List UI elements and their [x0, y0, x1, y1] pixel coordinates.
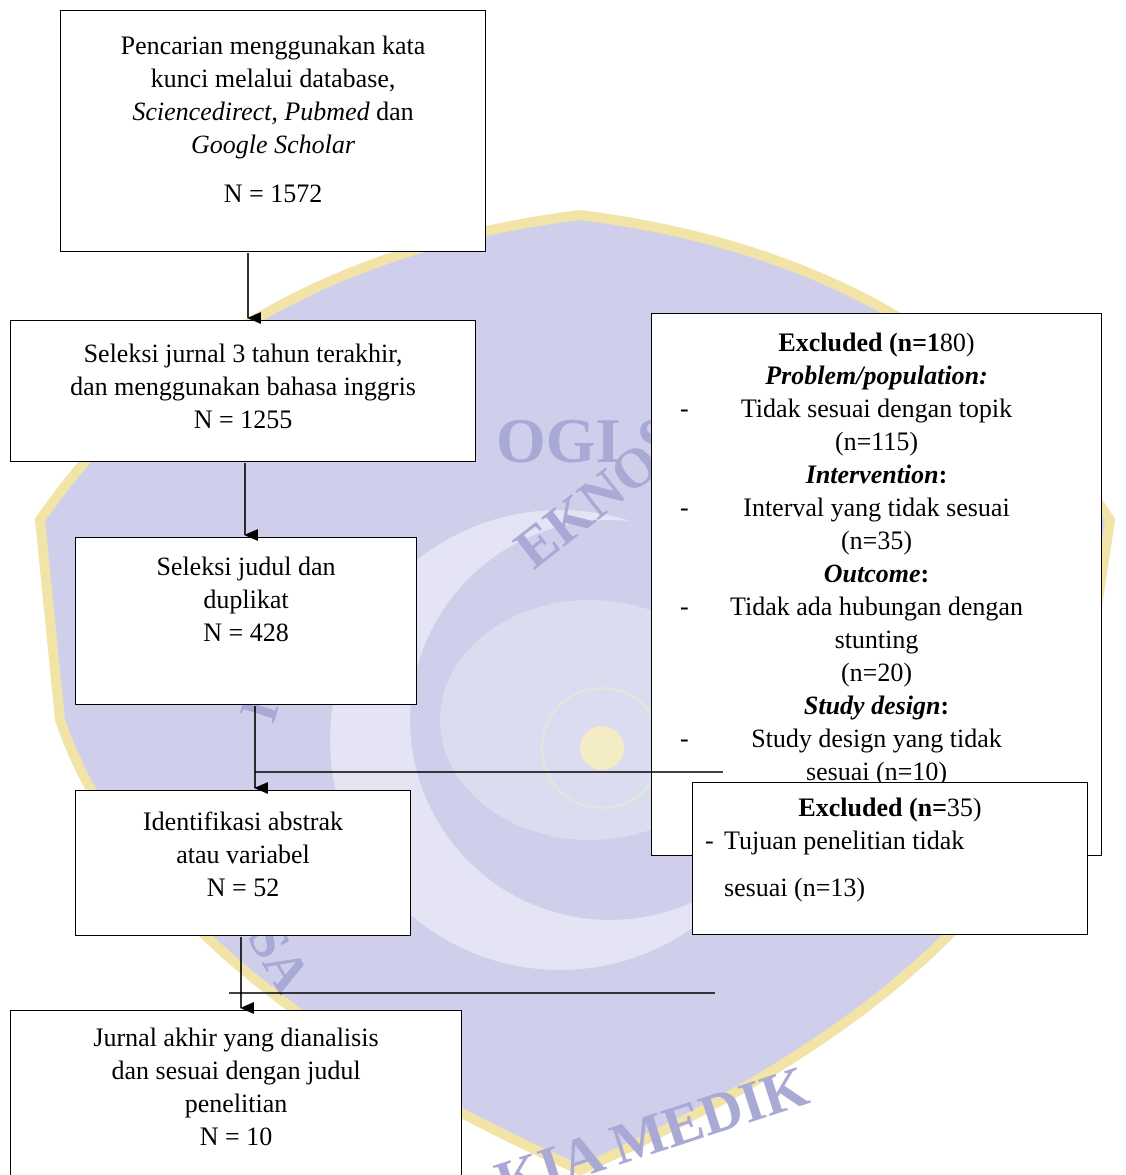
reason-study-design-line1: -Study design yang tidak: [680, 724, 1002, 753]
bullet-dash: -: [705, 826, 714, 855]
abstract-text-line2: atau variabel: [176, 840, 310, 869]
language-text-line2: dan menggunakan bahasa inggris: [70, 372, 416, 401]
reason-objective-line2: sesuai (n=13): [724, 873, 866, 902]
box-year-language-selection: Seleksi jurnal 3 tahun terakhir, dan men…: [10, 320, 476, 462]
bullet-dash: -: [680, 592, 689, 621]
language-count: N = 1255: [193, 405, 293, 434]
abstract-text-line1: Identifikasi abstrak: [143, 807, 343, 836]
category-intervention: Intervention:: [805, 460, 948, 489]
final-count: N = 10: [199, 1122, 273, 1151]
reason-outcome-line2: stunting: [834, 625, 919, 654]
final-text-line1: Jurnal akhir yang dianalisis: [93, 1023, 379, 1052]
box-final-journals: Jurnal akhir yang dianalisis dan sesuai …: [10, 1010, 462, 1175]
final-text-line2: dan sesuai dengan judul: [111, 1056, 361, 1085]
abstract-count: N = 52: [206, 873, 280, 902]
reason-problem-count: (n=115): [834, 427, 918, 456]
reason-intervention-count: (n=35): [841, 526, 912, 555]
title-text-line2: duplikat: [203, 585, 289, 614]
reason-outcome-line1: -Tidak ada hubungan dengan: [680, 592, 1023, 621]
search-text-and: dan: [369, 97, 414, 126]
search-text-line3: Sciencedirect, Pubmed dan: [61, 95, 485, 128]
search-text-line1: Pencarian menggunakan kata: [120, 31, 426, 60]
category-outcome: Outcome:: [823, 559, 930, 588]
search-text-line2: kunci melalui database,: [150, 64, 396, 93]
category-problem-population: Problem/population:: [765, 361, 988, 390]
language-text-line1: Seleksi jurnal 3 tahun terakhir,: [83, 339, 403, 368]
reason-objective-line1: -Tujuan penelitian tidak: [705, 826, 965, 855]
box-excluded-second: Excluded (n=35) -Tujuan penelitian tidak…: [692, 782, 1088, 935]
reason-intervention-line1: -Interval yang tidak sesuai: [680, 493, 1010, 522]
bullet-dash: -: [680, 394, 689, 423]
bullet-dash: -: [680, 724, 689, 753]
excluded-first-heading: Excluded (n=180): [778, 328, 975, 357]
box-excluded-first: Excluded (n=180) Problem/population: -Ti…: [651, 313, 1102, 856]
title-text-line1: Seleksi judul dan: [156, 552, 336, 581]
box-database-search: Pencarian menggunakan kata kunci melalui…: [60, 10, 486, 252]
search-text-google-scholar: Google Scholar: [191, 130, 355, 159]
watermark-atom: [580, 726, 624, 770]
bullet-dash: -: [680, 493, 689, 522]
reason-study-design-line2: sesuai (n=10): [805, 757, 948, 786]
search-databases-italic: Sciencedirect, Pubmed: [132, 97, 370, 126]
search-count: N = 1572: [223, 179, 323, 208]
title-count: N = 428: [203, 618, 289, 647]
category-study-design: Study design:: [803, 691, 950, 720]
excluded-second-heading: Excluded (n=35): [798, 793, 982, 822]
final-text-line3: penelitian: [184, 1089, 288, 1118]
reason-outcome-count: (n=20): [841, 658, 912, 687]
box-abstract-identification: Identifikasi abstrak atau variabel N = 5…: [75, 790, 411, 936]
reason-problem-line1: -Tidak sesuai dengan topik: [680, 394, 1013, 423]
